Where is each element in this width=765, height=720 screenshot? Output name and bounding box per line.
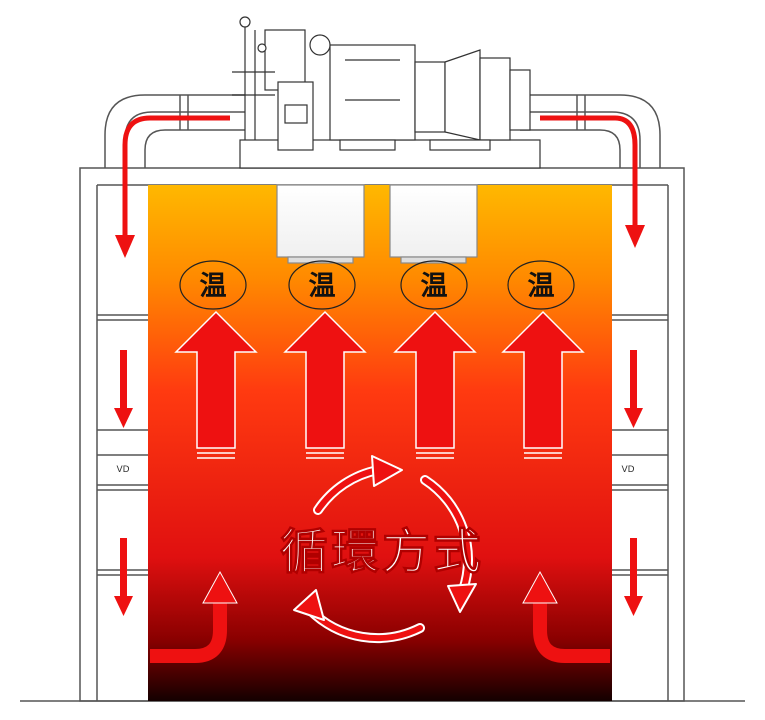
return-arrowheads bbox=[202, 570, 558, 604]
nozzle-boxes bbox=[276, 184, 478, 264]
duct-arrowheads bbox=[115, 225, 645, 258]
temp-marker-1: 温 bbox=[179, 260, 247, 310]
updraft-arrows bbox=[174, 310, 585, 449]
updraft-arrow-2 bbox=[283, 310, 367, 449]
temp-marker-4: 温 bbox=[507, 260, 575, 310]
updraft-arrow-4 bbox=[501, 310, 585, 449]
burner-unit bbox=[232, 16, 541, 169]
right-duct bbox=[520, 94, 661, 168]
center-title: 循環方式 bbox=[280, 524, 484, 580]
temp-label-1: 温 bbox=[200, 271, 227, 302]
temp-label-3: 温 bbox=[421, 271, 448, 302]
duct-flow-arrows bbox=[122, 115, 638, 240]
return-arrow-left bbox=[150, 600, 227, 663]
temp-markers: 温 温 温 温 bbox=[179, 260, 575, 310]
return-arrows bbox=[150, 600, 610, 663]
cycle-arrowheads bbox=[293, 455, 477, 621]
vd-label-left: VD bbox=[116, 465, 129, 475]
left-duct-arrow bbox=[122, 115, 230, 240]
updraft-arrow-bases bbox=[197, 452, 562, 459]
temp-marker-3: 温 bbox=[400, 260, 468, 310]
temp-marker-2: 温 bbox=[288, 260, 356, 310]
temp-label-2: 温 bbox=[309, 271, 336, 302]
right-duct-arrow bbox=[540, 115, 638, 230]
return-arrow-right bbox=[533, 600, 610, 663]
updraft-arrow-1 bbox=[174, 310, 258, 449]
temp-label-4: 温 bbox=[528, 271, 555, 302]
side-down-arrows bbox=[114, 350, 643, 616]
vd-label-right: VD bbox=[621, 465, 634, 475]
left-duct bbox=[104, 94, 245, 168]
updraft-arrow-3 bbox=[393, 310, 477, 449]
